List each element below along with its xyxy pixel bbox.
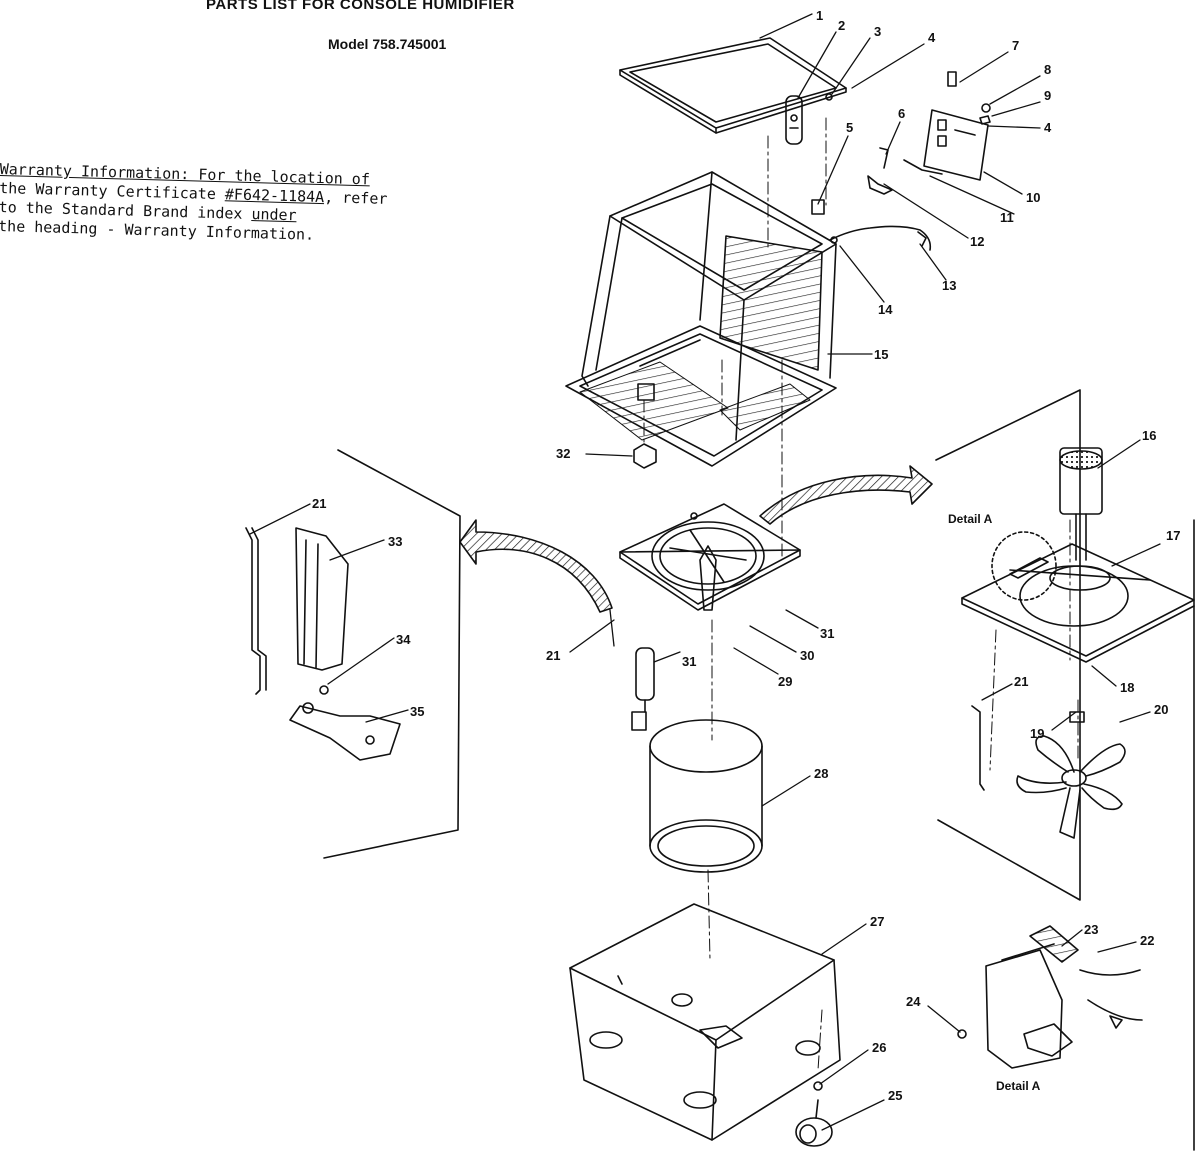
left-detail-panel <box>245 449 461 859</box>
part-label-9: 9 <box>1044 88 1051 103</box>
part-label-17: 17 <box>1166 528 1180 543</box>
cabinet-frame <box>565 171 837 467</box>
part-label-35: 35 <box>410 704 424 719</box>
part-label-30: 30 <box>800 648 814 663</box>
float-bracket <box>785 95 803 145</box>
part-label-2: 2 <box>838 18 845 33</box>
fan-blade-icon <box>1016 735 1126 839</box>
arrow-to-right-detail <box>759 465 933 525</box>
control-panel <box>923 71 991 181</box>
part-label-21c: 21 <box>1014 674 1028 689</box>
part-label-7: 7 <box>1012 38 1019 53</box>
evaporator-pad <box>649 719 763 873</box>
part-label-23: 23 <box>1084 922 1098 937</box>
part-label-10: 10 <box>1026 190 1040 205</box>
switch-and-wiring <box>829 147 943 251</box>
leader-lines <box>249 13 1161 1131</box>
detail-a-label-top: Detail A <box>948 512 993 526</box>
part-label-25: 25 <box>888 1088 902 1103</box>
base-reservoir <box>569 903 841 1141</box>
top-cover <box>619 37 847 134</box>
caster-icon <box>795 1099 833 1147</box>
part-label-29: 29 <box>778 674 792 689</box>
part-label-11: 11 <box>1000 210 1014 225</box>
part-label-21b: 21 <box>546 648 560 663</box>
detail-a-switch-assembly <box>957 925 1143 1069</box>
part-label-14: 14 <box>878 302 893 317</box>
part-label-20: 20 <box>1154 702 1168 717</box>
part-label-31a: 31 <box>820 626 834 641</box>
part-label-15: 15 <box>874 347 888 362</box>
part-label-27: 27 <box>870 914 884 929</box>
part-label-26: 26 <box>872 1040 886 1055</box>
part-label-12: 12 <box>970 234 984 249</box>
knob-icon <box>947 71 957 87</box>
part-labels: 1 2 3 4 4 5 6 7 8 9 10 11 12 13 14 15 16… <box>312 8 1180 1103</box>
model-number: Model 758.745001 <box>328 36 447 52</box>
nut-icon <box>633 443 657 469</box>
part-label-4b: 4 <box>1044 120 1052 135</box>
humidistat <box>631 647 655 731</box>
part-label-16: 16 <box>1142 428 1156 443</box>
detail-a-label-bottom: Detail A <box>996 1079 1041 1093</box>
part-label-3: 3 <box>874 24 881 39</box>
part-label-24: 24 <box>906 994 921 1009</box>
motor-mount-plate <box>619 503 801 611</box>
part-label-19: 19 <box>1030 726 1044 741</box>
part-label-33: 33 <box>388 534 402 549</box>
page-title: PARTS LIST FOR CONSOLE HUMIDIFIER <box>206 0 515 13</box>
part-label-28: 28 <box>814 766 828 781</box>
part-label-22: 22 <box>1140 933 1154 948</box>
part-label-8: 8 <box>1044 62 1051 77</box>
part-label-34: 34 <box>396 632 411 647</box>
part-label-31b: 31 <box>682 654 696 669</box>
caster-pin-icon <box>813 1081 823 1091</box>
right-detail-panel <box>935 389 1195 1151</box>
part-label-6: 6 <box>898 106 905 121</box>
part-label-21a: 21 <box>312 496 326 511</box>
part-label-5: 5 <box>846 120 853 135</box>
part-label-13: 13 <box>942 278 956 293</box>
arrow-to-left-detail <box>459 519 613 613</box>
part-label-1: 1 <box>816 8 823 23</box>
part-label-18: 18 <box>1120 680 1134 695</box>
part-label-4a: 4 <box>928 30 936 45</box>
part-label-32: 32 <box>556 446 570 461</box>
screw-icon <box>825 93 833 101</box>
clip-icon <box>811 199 825 215</box>
